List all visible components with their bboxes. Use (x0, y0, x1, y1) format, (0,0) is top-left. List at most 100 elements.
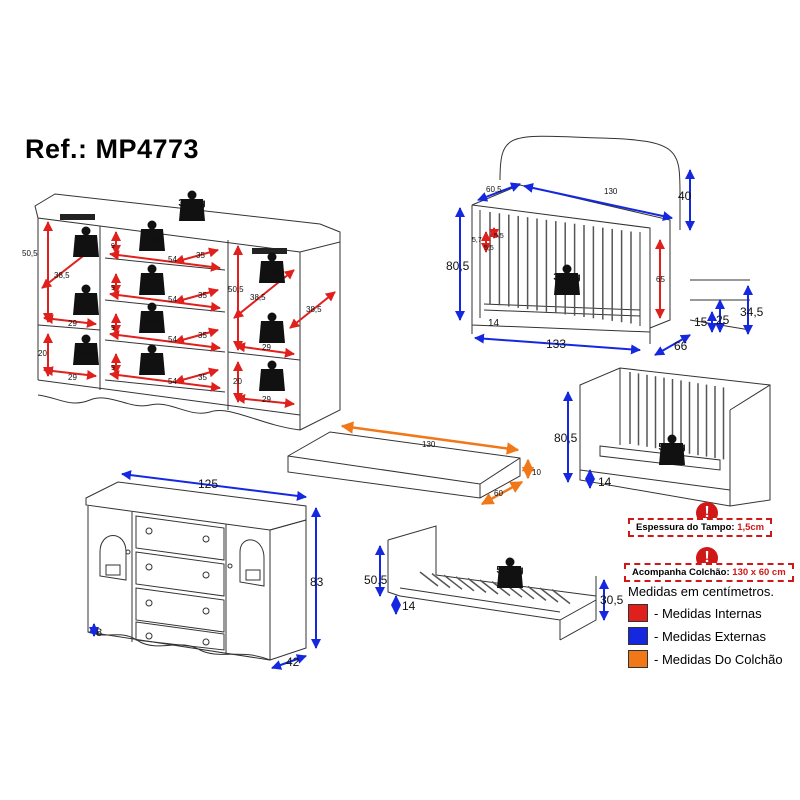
weight-top-label: 30 Kg (178, 198, 205, 209)
dim-crib-bar-gap3: 5,5 (484, 245, 494, 252)
dim-side-depth: 38,5 (306, 305, 322, 314)
bar (467, 577, 487, 593)
dim-dresser-depth: 42 (286, 655, 300, 669)
top-thickness-value: 1,5cm (737, 522, 765, 533)
bar (455, 576, 475, 592)
bar (491, 581, 511, 597)
bar (551, 589, 571, 605)
dim-height-right: 50,5 (228, 285, 244, 294)
dim-drawer-width-2: 54 (168, 295, 177, 304)
dim-crib-height: 80,5 (446, 259, 470, 273)
bar (419, 571, 439, 587)
legend-swatch-mattress (628, 650, 648, 668)
dim-crib-inner-height: 65 (656, 275, 665, 284)
dim-crib-bar-gap: 5,7 (472, 237, 482, 244)
legend-item-mattress: - Medidas Do Colchão (628, 650, 783, 668)
bar (431, 573, 451, 589)
dim-dresser-foot: 8 (96, 627, 102, 639)
dim-crib-inner-width: 130 (604, 187, 618, 196)
mattress (287, 431, 521, 499)
dim-daybed-base: 14 (598, 475, 612, 489)
top-thickness-note: Espessura do Tampo: 1,5cm (628, 518, 773, 537)
dim-crib-leg: 15 (694, 315, 708, 329)
dresser-internal-dims (41, 221, 336, 409)
dim-drawer-depth-4: 35 (198, 373, 207, 382)
reference-title: Ref.: MP4773 (25, 134, 200, 164)
dim-lower-height-left: 20 (38, 349, 47, 358)
weight-shelf-left-mid: 7 Kg (78, 300, 93, 307)
weight-shelf-left-bottom: 15 Kg (76, 350, 95, 357)
mattress-included-label: Acompanha Colchão: (632, 567, 730, 578)
junior-bed (387, 525, 597, 641)
dim-drawer-width-3: 54 (168, 335, 177, 344)
bar (479, 579, 499, 595)
junior-bed-slats (419, 571, 571, 605)
dim-drawer-depth-2: 35 (198, 291, 207, 300)
crib-weight: 35 Kg (553, 272, 580, 283)
dim-dresser-height: 83 (310, 575, 324, 589)
weight-drawer-3: 3 Kg (144, 318, 159, 325)
dresser-weights: 30 Kg 3 Kg 3 Kg 3 Kg 3 Kg 3 Kg 7 Kg 15 K… (73, 190, 285, 391)
dim-dresser-width: 125 (198, 477, 218, 491)
legend-title: Medidas em centímetros. (628, 584, 774, 599)
weight-drawer-1: 3 Kg (144, 236, 159, 243)
bar (539, 587, 559, 603)
dim-drawer-depth-3: 35 (198, 331, 207, 340)
daybed-external-dims (563, 391, 595, 489)
dim-mattress-length: 130 (422, 440, 436, 449)
dim-drawer-height-3: 9 (111, 325, 115, 332)
junior-bed-external-dims (375, 545, 609, 621)
dim-depth-left: 38,5 (54, 271, 70, 280)
dim-drawer-depth-1: 35 (196, 251, 205, 260)
dim-daybed-height: 80,5 (554, 431, 578, 445)
dim-crib-outer-depth: 66 (674, 339, 688, 353)
legend-label-mattress: - Medidas Do Colchão (654, 651, 783, 667)
dim-lower-height-right: 20 (233, 377, 242, 386)
top-thickness-label: Espessura do Tampo: (636, 522, 735, 533)
dim-height-left: 50,5 (22, 249, 38, 258)
legend-label-external: - Medidas Externas (654, 628, 766, 644)
crib-labels: 60,5 130 40 80,5 5,7 5,5 5,5 65 14 133 6… (446, 185, 764, 353)
closed-dresser-external-dims (89, 470, 321, 670)
dim-mattress-width: 60 (494, 489, 503, 498)
dim-crib-headboard: 40 (678, 189, 692, 203)
dim-drawer-height-4: 9 (111, 365, 115, 372)
bar (527, 585, 547, 601)
crib-external-dims (455, 169, 753, 356)
dim-mattress-thickness: 10 (532, 468, 541, 477)
crib (471, 135, 751, 344)
dim-drawer-height-2: 9 (111, 285, 115, 292)
legend-swatch-internal (628, 604, 648, 622)
legend-item-internal: - Medidas Internas (628, 604, 762, 622)
legend-swatch-external (628, 627, 648, 645)
dim-crib-bar-gap2: 5,5 (494, 233, 504, 240)
mattress-included-note: Acompanha Colchão: 130 x 60 cm (624, 563, 794, 582)
legend-item-external: - Medidas Externas (628, 627, 766, 645)
dim-crib-mid: 25 (716, 313, 730, 327)
dim-drawer-height-1: 9 (111, 243, 115, 250)
weight-drawer-2: 3 Kg (144, 280, 159, 287)
bar (443, 574, 463, 590)
dim-shelf-width-1: 29 (68, 319, 77, 328)
legend-label-internal: - Medidas Internas (654, 605, 762, 621)
weight-shelf-right-mid: 7 Kg (264, 328, 279, 335)
dresser-internal-labels: 50,5 38,5 29 20 29 54 35 54 35 54 35 54 … (22, 243, 322, 404)
mattress-included-value: 130 x 60 cm (732, 567, 786, 578)
dim-crib-length: 133 (546, 337, 566, 351)
weight-hanger-left: 3 Kg (78, 242, 93, 249)
closed-dresser (85, 481, 307, 661)
dim-drawer-width-1: 54 (168, 255, 177, 264)
dim-shelf-width-2: 29 (68, 373, 77, 382)
weight-hanger-right: 3 Kg (264, 268, 279, 275)
dim-bed-base: 14 (402, 599, 416, 613)
weight-drawer-4: 3 Kg (144, 360, 159, 367)
dim-bed-head-height: 50,5 (364, 573, 388, 587)
dim-shelf-width-3: 29 (262, 343, 271, 352)
dim-shelf-width-4: 29 (262, 395, 271, 404)
crib-internal-dims (481, 227, 665, 319)
dim-bed-foot-height: 30,5 (600, 593, 624, 607)
dim-depth-right: 38,5 (250, 293, 266, 302)
dim-crib-side-height: 34,5 (740, 305, 764, 319)
dim-crib-depth: 60,5 (486, 185, 502, 194)
